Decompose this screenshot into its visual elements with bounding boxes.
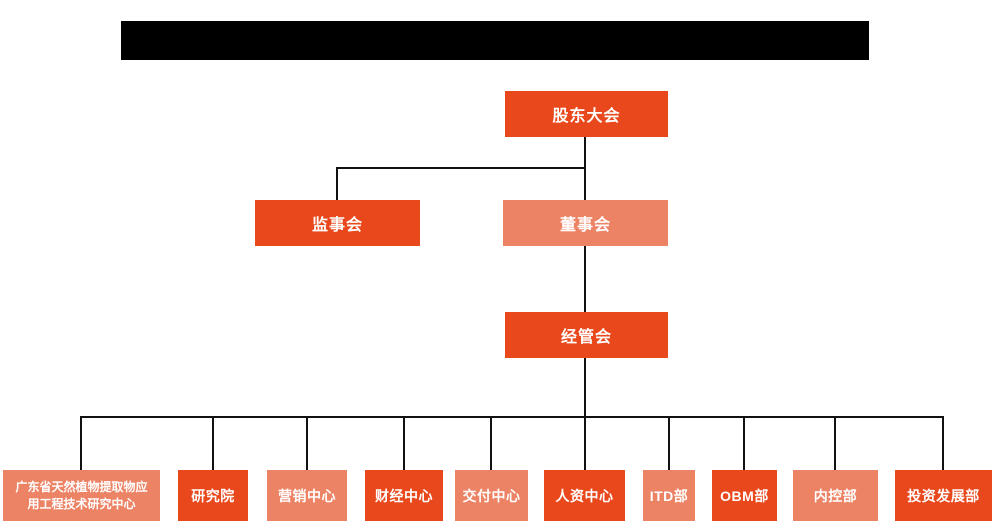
org-node-research-center: 广东省天然植物提取物应 用工程技术研究中心 <box>3 470 160 521</box>
org-node-marketing-center: 营销中心 <box>267 470 347 521</box>
connector-dept-drop <box>80 416 82 470</box>
connector-dept-drop <box>584 416 586 470</box>
connector-dept-drop <box>942 416 944 470</box>
org-node-hr-center: 人资中心 <box>544 470 625 521</box>
org-node-investment-development-department: 投资发展部 <box>895 470 992 521</box>
org-node-finance-center: 财经中心 <box>365 470 443 521</box>
org-node-board-of-directors: 董事会 <box>503 200 668 246</box>
connector-root-down <box>584 137 586 169</box>
connector-supervisory-drop <box>336 167 338 200</box>
org-node-obm-department: OBM部 <box>712 470 777 521</box>
connector-departments-horizontal <box>80 416 944 418</box>
connector-dept-drop <box>834 416 836 470</box>
org-node-research-institute: 研究院 <box>178 470 248 521</box>
connector-level2-horizontal <box>336 167 586 169</box>
connector-dept-drop <box>212 416 214 470</box>
org-node-shareholders-meeting: 股东大会 <box>505 91 668 137</box>
connector-board-drop <box>584 167 586 200</box>
connector-dept-drop <box>668 416 670 470</box>
connector-dept-drop <box>306 416 308 470</box>
redacted-title-bar <box>121 21 869 60</box>
connector-dept-drop <box>490 416 492 470</box>
org-node-itd-department: ITD部 <box>643 470 695 521</box>
connector-dept-drop <box>403 416 405 470</box>
org-node-supervisory-board: 监事会 <box>255 200 420 246</box>
connector-dept-drop <box>743 416 745 470</box>
connector-management-down <box>584 358 586 418</box>
org-node-management-committee: 经管会 <box>505 312 668 358</box>
org-node-label-line: 广东省天然植物提取物应 <box>15 479 148 494</box>
org-node-label-line: 用工程技术研究中心 <box>27 496 136 511</box>
org-node-delivery-center: 交付中心 <box>455 470 528 521</box>
org-node-internal-control-department: 内控部 <box>793 470 878 521</box>
connector-board-to-management <box>584 246 586 312</box>
